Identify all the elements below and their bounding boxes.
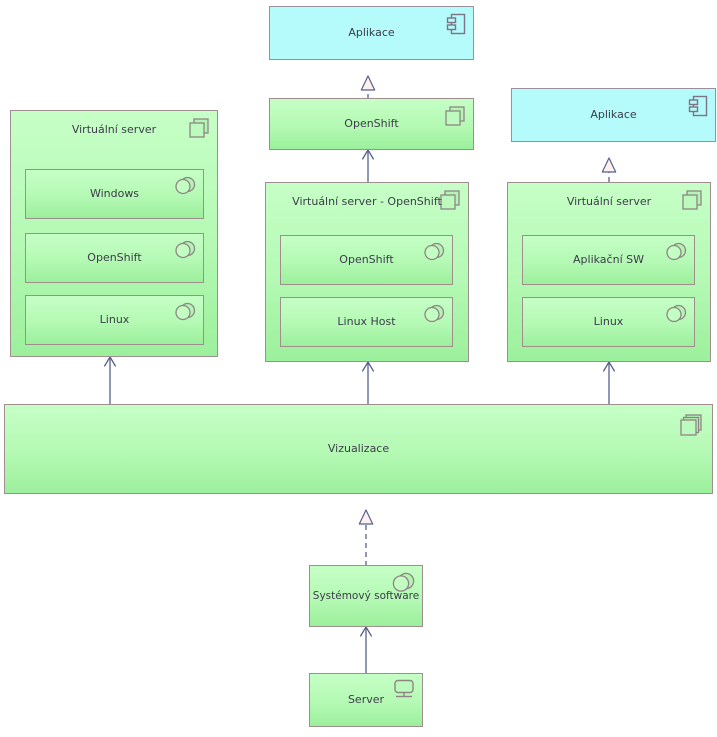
node-aplikace-center[interactable]: Aplikace: [269, 6, 474, 60]
node-label: Server: [347, 693, 385, 707]
node-virtualni-server-right[interactable]: Virtuální server Aplikační SW Linux: [507, 182, 711, 362]
node-aplikacni-sw[interactable]: Aplikační SW: [522, 235, 695, 285]
node-aplikace-right[interactable]: Aplikace: [511, 88, 716, 142]
node-label: Aplikace: [348, 26, 395, 40]
component-icon: [688, 95, 708, 117]
node-label: Aplikační SW: [573, 253, 644, 267]
system-software-icon: [422, 303, 446, 325]
node-server[interactable]: Server: [309, 673, 423, 727]
node-label: Linux Host: [337, 315, 396, 329]
system-software-icon: [173, 239, 197, 261]
node-label: Virtuální server: [71, 123, 157, 136]
node-windows[interactable]: Windows: [25, 169, 204, 219]
node-openshift-center[interactable]: OpenShift: [269, 98, 474, 150]
node-label: Virtuální server: [566, 195, 652, 208]
node-vizualizace[interactable]: Vizualizace: [4, 404, 713, 494]
node-linux-host[interactable]: Linux Host: [280, 297, 453, 347]
node-linux-left[interactable]: Linux: [25, 295, 204, 345]
node-label: Windows: [89, 187, 140, 201]
node-cube-icon: [444, 105, 466, 127]
node-cube-icon: [679, 413, 703, 437]
node-label: Virtuální server - OpenShift: [292, 195, 442, 208]
system-software-icon: [173, 301, 197, 323]
node-virtualni-server-openshift[interactable]: Virtuální server - OpenShift OpenShift L…: [265, 182, 469, 362]
node-linux-right[interactable]: Linux: [522, 297, 695, 347]
node-label: OpenShift: [87, 251, 142, 265]
system-software-icon: [664, 241, 688, 263]
node-label: Linux: [99, 313, 130, 327]
node-label: Linux: [593, 315, 624, 329]
node-label: OpenShift: [339, 253, 394, 267]
system-software-icon: [422, 241, 446, 263]
node-label: Vizualizace: [327, 442, 390, 456]
system-software-icon: [173, 175, 197, 197]
component-icon: [446, 13, 466, 35]
node-openshift-left[interactable]: OpenShift: [25, 233, 204, 283]
node-virtualni-server-left[interactable]: Virtuální server Windows OpenShift: [10, 110, 218, 357]
node-label: OpenShift: [344, 117, 399, 131]
node-label: Systémový software: [312, 589, 420, 602]
node-systemovy-software[interactable]: Systémový software: [309, 565, 423, 627]
system-software-icon: [664, 303, 688, 325]
node-label: Aplikace: [590, 108, 637, 122]
node-openshift-center-inner[interactable]: OpenShift: [280, 235, 453, 285]
